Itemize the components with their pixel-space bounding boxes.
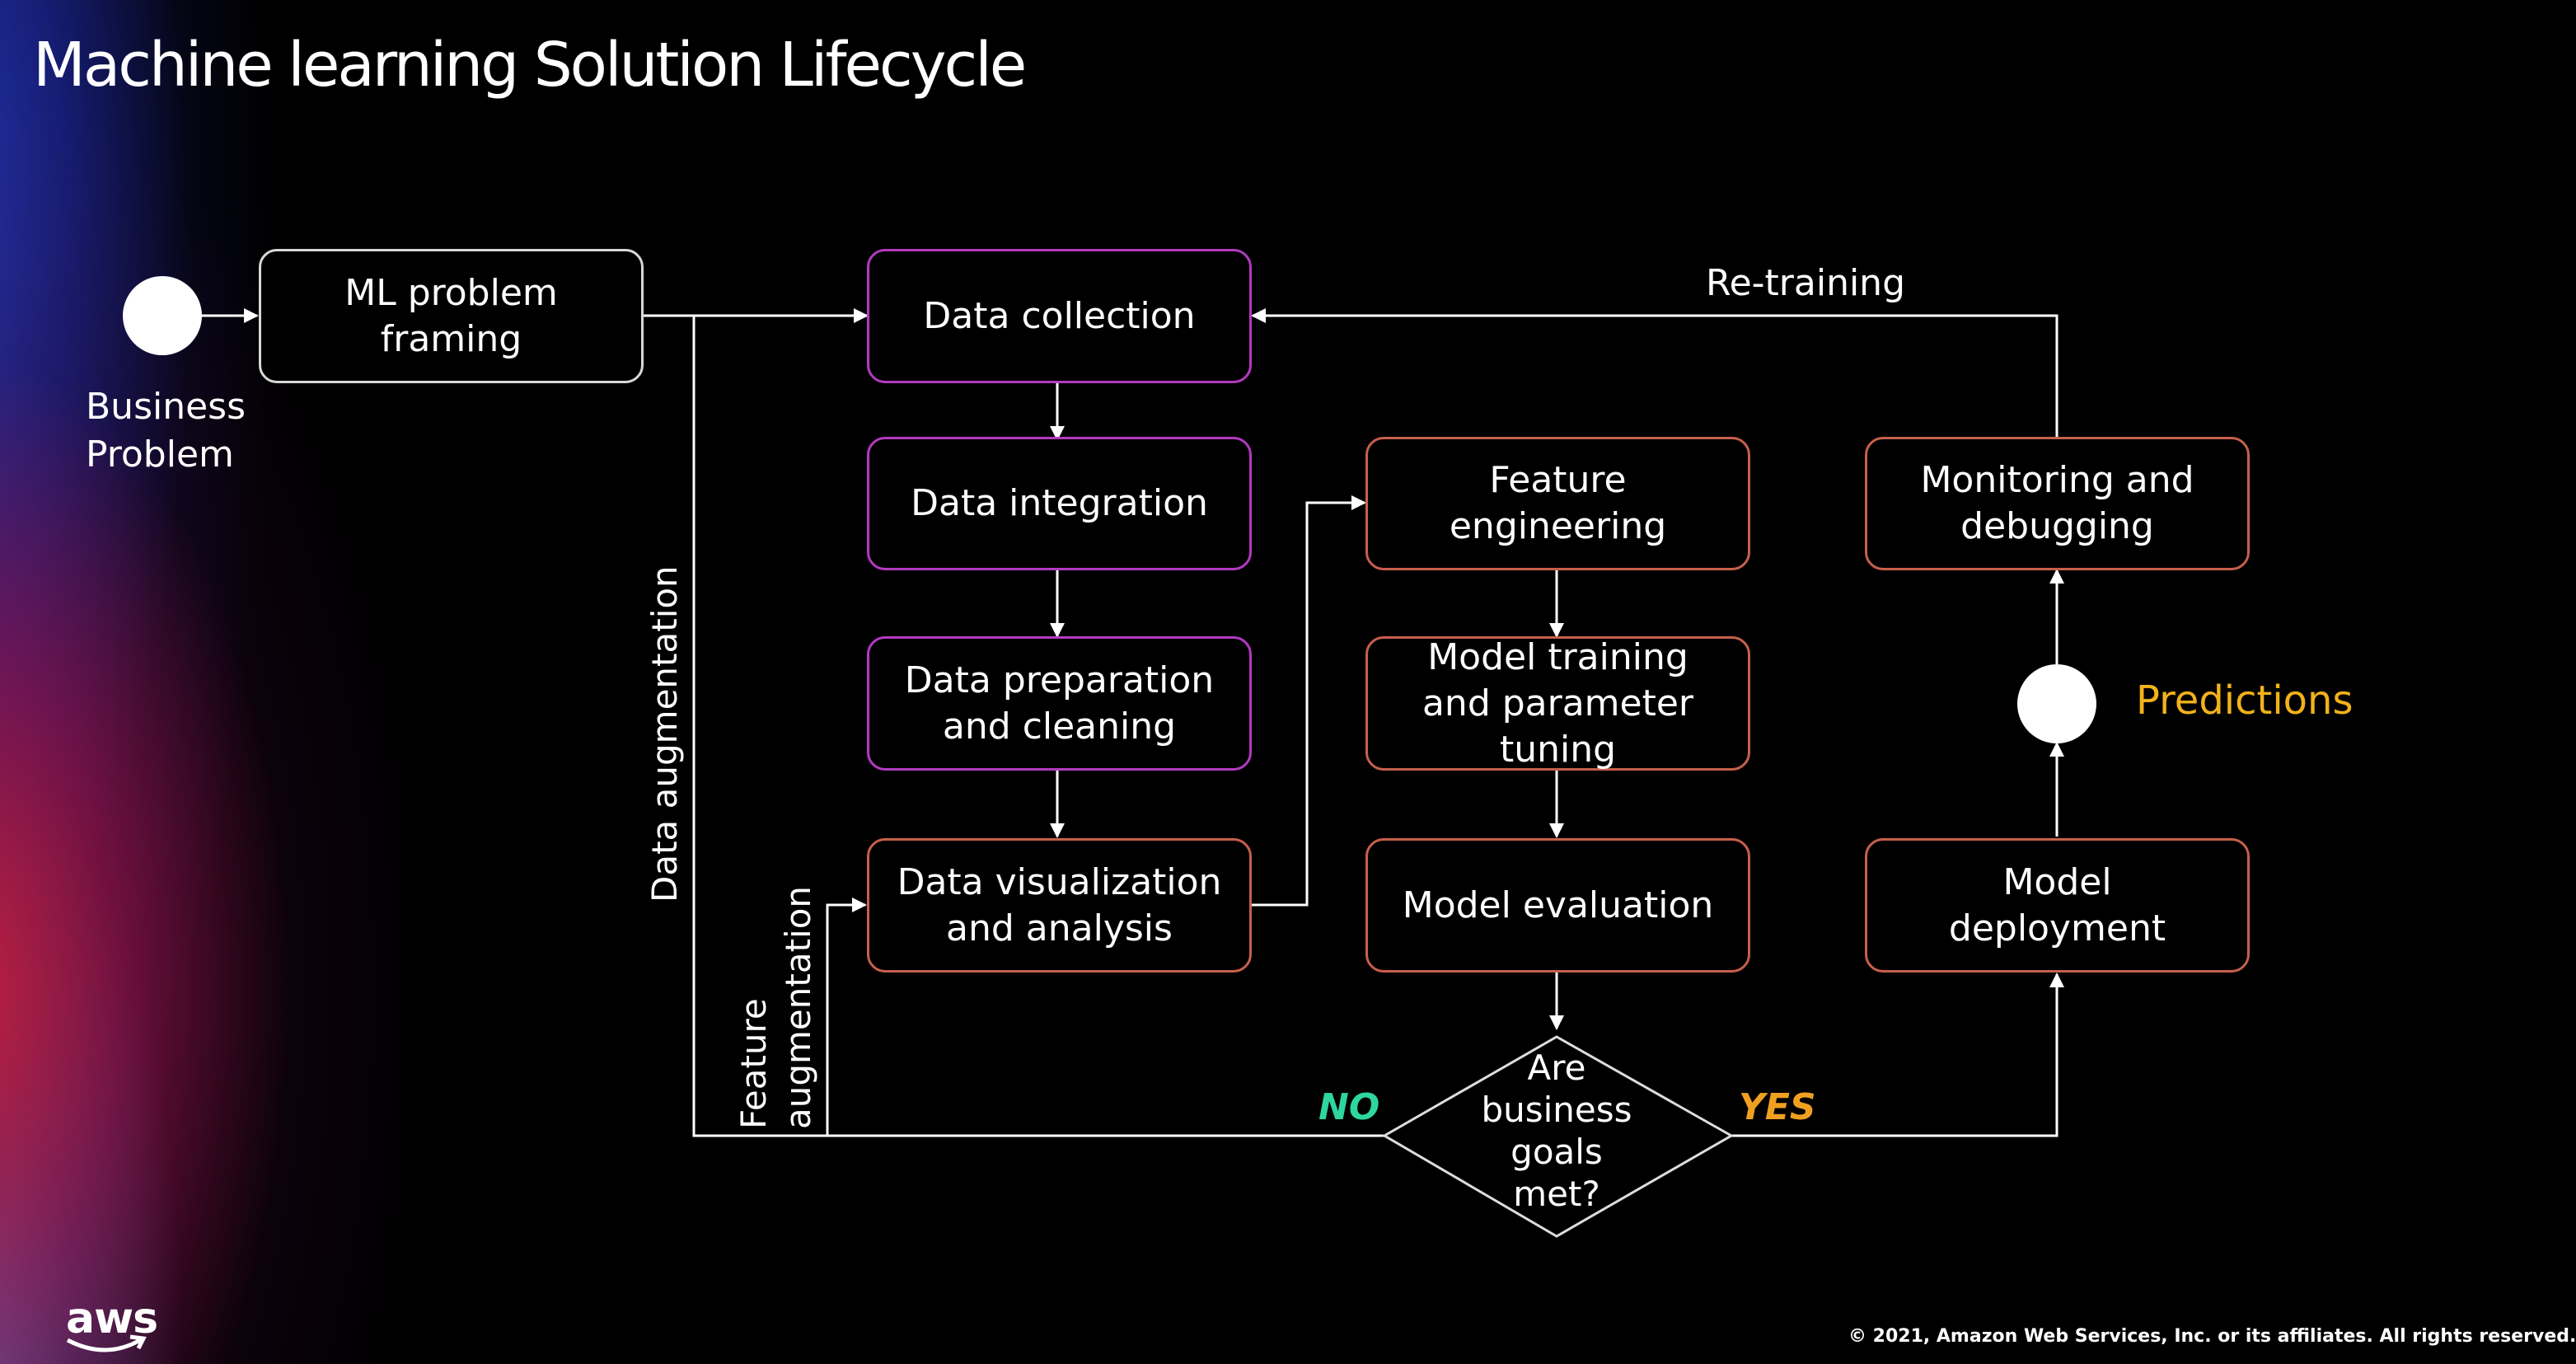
feature-engineering-box: Feature engineering bbox=[1365, 437, 1750, 570]
decision-no-label: NO bbox=[1318, 1086, 1380, 1128]
aws-logo: aws bbox=[66, 1294, 158, 1352]
model-training-label: Model training and parameter tuning bbox=[1421, 635, 1694, 771]
page-title: Machine learning Solution Lifecycle bbox=[33, 30, 1027, 101]
data-preparation-label: Data preparation and cleaning bbox=[904, 659, 1215, 748]
arrow-no-data-augmentation bbox=[692, 316, 1384, 1137]
model-deployment-label: Model deployment bbox=[1948, 860, 2166, 949]
data-collection-box: Data collection bbox=[867, 249, 1252, 383]
aws-logo-text: aws bbox=[66, 1294, 158, 1343]
data-preparation-box: Data preparation and cleaning bbox=[867, 636, 1252, 771]
data-integration-box: Data integration bbox=[867, 437, 1252, 570]
monitoring-debugging-box: Monitoring and debugging bbox=[1865, 437, 2250, 570]
business-problem-label: Business Problem bbox=[86, 386, 246, 476]
arrow-yes-to-deployment bbox=[1731, 973, 2064, 1137]
model-evaluation-box: Model evaluation bbox=[1365, 838, 1750, 973]
model-deployment-box: Model deployment bbox=[1865, 838, 2250, 973]
data-visualization-box: Data visualization and analysis bbox=[867, 838, 1252, 973]
ml-problem-framing-label: ML problem framing bbox=[344, 271, 558, 360]
data-integration-label: Data integration bbox=[911, 482, 1208, 524]
monitoring-debugging-label: Monitoring and debugging bbox=[1920, 459, 2194, 547]
arrow-no-feature-augmentation bbox=[826, 898, 867, 1136]
predictions-circle bbox=[2017, 664, 2096, 743]
copyright-text: © 2021, Amazon Web Services, Inc. or its… bbox=[1848, 1326, 2576, 1347]
feature-augmentation-label: Feature augmentation bbox=[733, 885, 818, 1129]
ml-problem-framing-box: ML problem framing bbox=[259, 249, 644, 383]
decision-yes-label: YES bbox=[1739, 1086, 1816, 1128]
data-augmentation-label: Data augmentation bbox=[644, 565, 685, 902]
data-visualization-label: Data visualization and analysis bbox=[897, 860, 1222, 949]
aws-smile-icon bbox=[66, 1334, 147, 1352]
decision-label: Are business goals met? bbox=[1481, 1048, 1632, 1214]
model-training-box: Model training and parameter tuning bbox=[1365, 636, 1750, 771]
data-collection-label: Data collection bbox=[923, 294, 1196, 337]
business-problem-start-circle bbox=[123, 276, 202, 355]
feature-engineering-label: Feature engineering bbox=[1449, 459, 1667, 547]
predictions-label: Predictions bbox=[2136, 677, 2354, 724]
arrow-retraining bbox=[1251, 308, 2058, 437]
retraining-label: Re-training bbox=[1706, 262, 1905, 304]
decision-diamond bbox=[1382, 1035, 1735, 1238]
arrow-visualization-to-feature bbox=[1251, 495, 1366, 907]
model-evaluation-label: Model evaluation bbox=[1402, 884, 1714, 926]
